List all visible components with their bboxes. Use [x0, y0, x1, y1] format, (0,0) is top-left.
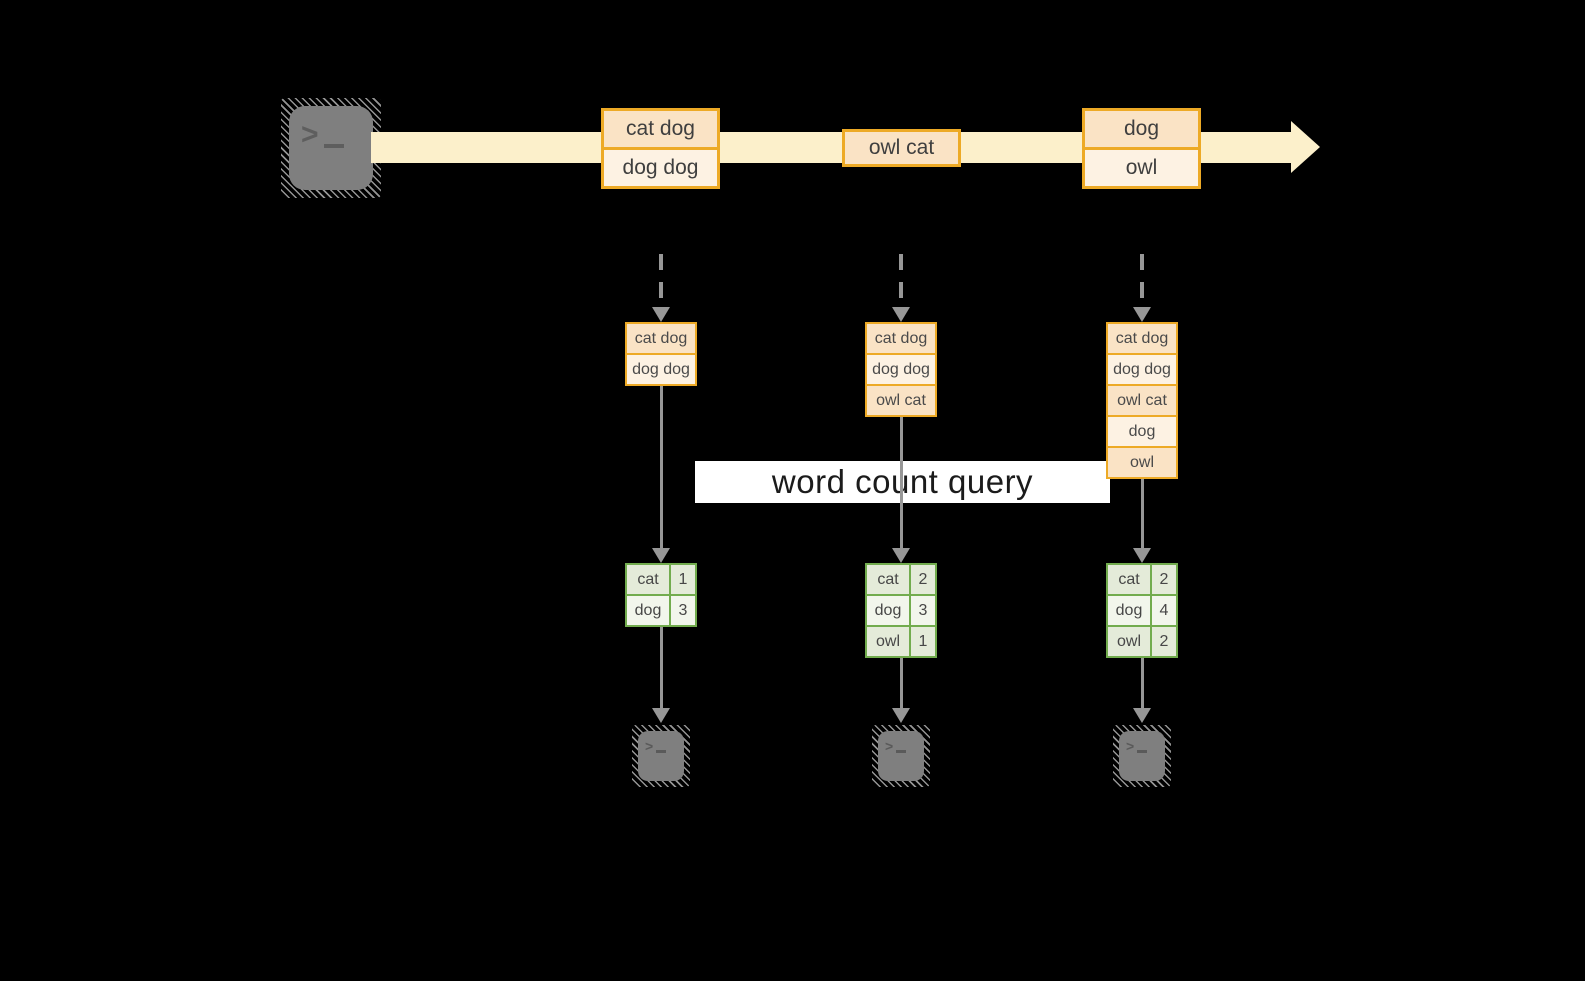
- arrowhead-icon: [652, 548, 670, 563]
- prompt-underscore-icon: [323, 144, 344, 148]
- arrowhead-icon: [892, 708, 910, 723]
- result-table-3: cat 2 dog 4 owl 2: [1106, 563, 1178, 658]
- word-cell: owl: [1108, 627, 1150, 656]
- terminal-icon: >: [632, 725, 690, 787]
- stream-record: dog dog: [604, 150, 717, 186]
- input-table-3: cat dog dog dog owl cat dog owl: [1106, 322, 1178, 479]
- prompt-chevron-icon: >: [885, 738, 894, 754]
- input-table-2: cat dog dog dog owl cat: [865, 322, 937, 417]
- input-record: owl: [1108, 448, 1176, 477]
- arrow-line: [660, 386, 663, 549]
- count-cell: 3: [671, 596, 695, 625]
- word-cell: dog: [867, 596, 909, 625]
- stream-record: dog: [1085, 111, 1198, 147]
- arrow-line: [1141, 479, 1144, 549]
- word-cell: dog: [627, 596, 669, 625]
- word-cell: owl: [867, 627, 909, 656]
- input-record: owl cat: [1108, 386, 1176, 415]
- stream-record: owl cat: [845, 132, 958, 164]
- input-record: cat dog: [867, 324, 935, 353]
- prompt-chevron-icon: >: [301, 118, 319, 151]
- stream-batch-2: owl cat: [842, 129, 961, 167]
- input-record: dog dog: [867, 355, 935, 384]
- word-cell: dog: [1108, 596, 1150, 625]
- terminal-icon: >: [1113, 725, 1171, 787]
- terminal-screen: >: [638, 731, 684, 781]
- result-table-2: cat 2 dog 3 owl 1: [865, 563, 937, 658]
- count-cell: 2: [1152, 565, 1176, 594]
- count-cell: 1: [671, 565, 695, 594]
- stream-record: cat dog: [604, 111, 717, 147]
- arrowhead-icon: [652, 708, 670, 723]
- stream-batch-3: dog owl: [1082, 108, 1201, 189]
- input-record: dog dog: [1108, 355, 1176, 384]
- dashed-arrow-line: [899, 254, 903, 306]
- stream-arrowhead-icon: [1291, 121, 1320, 173]
- result-table-1: cat 1 dog 3: [625, 563, 697, 627]
- input-record: dog: [1108, 417, 1176, 446]
- terminal-icon: >: [872, 725, 930, 787]
- prompt-chevron-icon: >: [645, 738, 654, 754]
- prompt-underscore-icon: [896, 750, 907, 753]
- count-cell: 4: [1152, 596, 1176, 625]
- count-cell: 3: [911, 596, 935, 625]
- arrowhead-icon: [1133, 548, 1151, 563]
- input-table-1: cat dog dog dog: [625, 322, 697, 386]
- terminal-icon: >: [281, 98, 381, 198]
- count-cell: 2: [911, 565, 935, 594]
- arrow-line: [900, 658, 903, 709]
- arrowhead-icon: [892, 548, 910, 563]
- input-record: cat dog: [627, 324, 695, 353]
- input-record: cat dog: [1108, 324, 1176, 353]
- word-cell: cat: [1108, 565, 1150, 594]
- stream-batch-1: cat dog dog dog: [601, 108, 720, 189]
- arrowhead-icon: [892, 307, 910, 322]
- stream-record: owl: [1085, 150, 1198, 186]
- word-cell: cat: [627, 565, 669, 594]
- terminal-screen: >: [878, 731, 924, 781]
- dashed-arrow-line: [1140, 254, 1144, 306]
- count-cell: 2: [1152, 627, 1176, 656]
- prompt-underscore-icon: [656, 750, 667, 753]
- word-cell: cat: [867, 565, 909, 594]
- terminal-screen: >: [1119, 731, 1165, 781]
- count-cell: 1: [911, 627, 935, 656]
- arrowhead-icon: [652, 307, 670, 322]
- arrow-line: [1141, 658, 1144, 709]
- arrow-line: [660, 627, 663, 709]
- arrowhead-icon: [1133, 708, 1151, 723]
- prompt-underscore-icon: [1137, 750, 1148, 753]
- dashed-arrow-line: [659, 254, 663, 306]
- terminal-screen: >: [289, 106, 373, 190]
- input-record: owl cat: [867, 386, 935, 415]
- prompt-chevron-icon: >: [1126, 738, 1135, 754]
- input-record: dog dog: [627, 355, 695, 384]
- arrow-line: [900, 417, 903, 549]
- arrowhead-icon: [1133, 307, 1151, 322]
